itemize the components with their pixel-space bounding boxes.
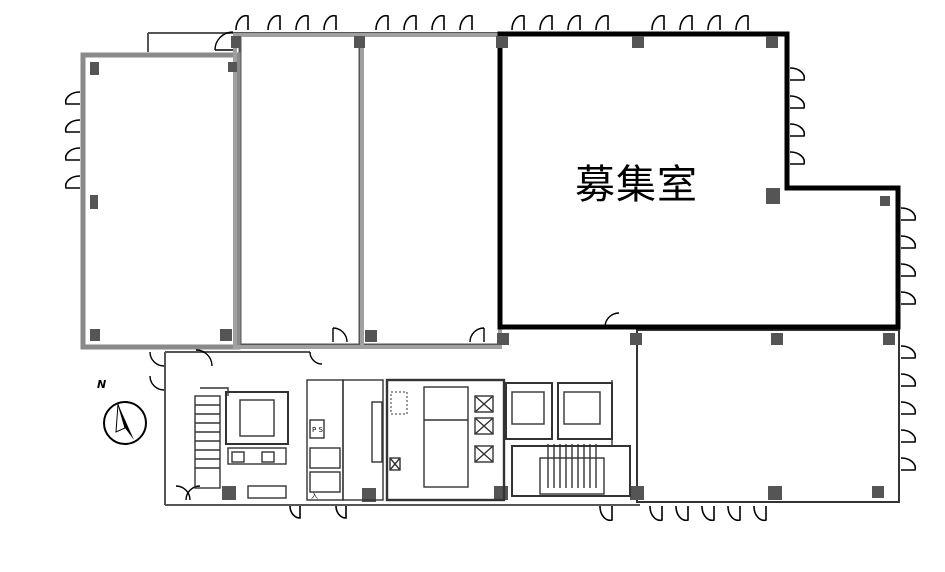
unit-middle-b (360, 33, 502, 349)
window-arcs-top (235, 14, 749, 31)
compass-north-label: N (97, 378, 107, 391)
window-arcs-right (789, 67, 917, 471)
unit-left (80, 52, 241, 350)
entrance-label: 入 (311, 492, 318, 500)
window-arcs-bottom (289, 505, 767, 522)
vacant-room-outline[interactable] (497, 31, 901, 330)
unit-middle-a (233, 33, 364, 349)
storage-dashed (390, 391, 408, 415)
service-core (194, 378, 631, 502)
compass-icon (103, 401, 147, 445)
structural-columns (90, 36, 895, 502)
vacant-room-label: 募集室 (575, 162, 698, 208)
ps-label: P S (312, 426, 323, 434)
window-arcs-left (64, 91, 81, 189)
door-swings (149, 31, 620, 501)
